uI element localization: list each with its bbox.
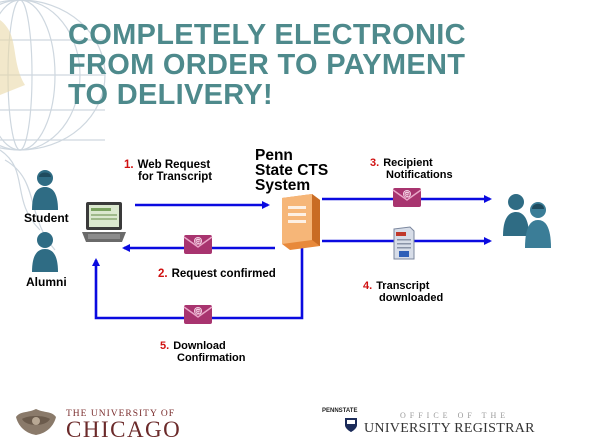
title-line-2: FROM ORDER TO PAYMENT — [68, 49, 466, 81]
step-3-line-2: Notifications — [386, 169, 453, 181]
pennstate-mark-text: PENNSTATE — [322, 408, 358, 414]
svg-text:@: @ — [195, 308, 202, 316]
step-5-line-2: Confirmation — [177, 352, 246, 364]
registrar-main-text: UNIVERSITY REGISTRAR — [364, 421, 535, 436]
pennstate-shield-icon — [345, 418, 357, 432]
envelope-icon: @ — [183, 305, 213, 324]
uchicago-seal-icon — [16, 409, 56, 435]
step-3-label: 3.Recipient Notifications — [370, 157, 453, 181]
step-1-label: 1.Web Request for Transcript — [124, 159, 212, 183]
step-1-line-2: for Transcript — [138, 171, 213, 183]
system-label-line-2: State CTS — [255, 162, 329, 179]
laptop-icon — [82, 202, 126, 242]
student-label: Student — [24, 211, 69, 225]
step-2-line-1: Request confirmed — [171, 268, 276, 280]
envelope-icon: @ — [392, 188, 422, 207]
transcript-document-icon — [393, 226, 415, 260]
title-line-3: TO DELIVERY! — [68, 79, 274, 111]
globe-watermark-icon — [0, 0, 106, 251]
uchicago-top-text: THE UNIVERSITY OF — [66, 409, 176, 419]
recipients-group-icon — [503, 194, 551, 248]
step-1-line-1: Web Request — [137, 159, 211, 171]
step-1-number: 1. — [124, 159, 134, 171]
student-person-icon — [32, 170, 58, 210]
system-label-line-1: Penn — [255, 147, 293, 164]
step-4-line-1: Transcript — [376, 280, 430, 292]
alumni-person-icon — [32, 232, 58, 272]
step-5-line-1: Download — [173, 340, 226, 352]
step-4-line-2: downloaded — [379, 292, 444, 304]
uchicago-main-text: CHICAGO — [66, 417, 182, 442]
step-3-line-1: Recipient — [383, 157, 433, 169]
step-5-number: 5. — [160, 340, 170, 352]
step-3-number: 3. — [370, 157, 380, 169]
step-4-label: 4.Transcript downloaded — [363, 280, 443, 304]
system-label-line-3: System — [255, 177, 311, 194]
step-2-label: 2.Request confirmed — [158, 268, 276, 280]
server-icon — [282, 194, 320, 250]
svg-text:@: @ — [195, 238, 202, 246]
system-label: Penn State CTS System — [255, 147, 329, 194]
step-5-label: 5.Download Confirmation — [160, 340, 245, 364]
registrar-top-text: OFFICE OF THE — [400, 411, 510, 420]
envelope-icon: @ — [183, 235, 213, 254]
svg-text:@: @ — [404, 191, 411, 199]
slide-title: COMPLETELY ELECTRONIC FROM ORDER TO PAYM… — [68, 20, 568, 110]
alumni-label: Alumni — [26, 275, 67, 289]
step-4-number: 4. — [363, 280, 373, 292]
step-2-number: 2. — [158, 268, 168, 280]
title-line-1: COMPLETELY ELECTRONIC — [68, 19, 466, 51]
